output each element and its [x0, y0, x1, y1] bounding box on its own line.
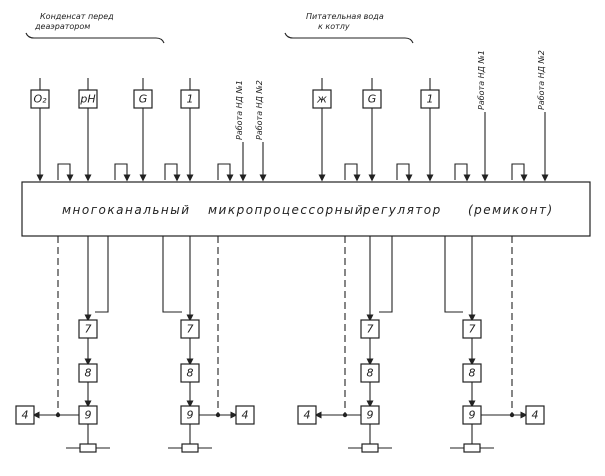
channel-2-box-4: [235, 405, 255, 425]
channel-2-valve: [181, 443, 199, 453]
channel-4-box-8-label: 8: [469, 367, 476, 380]
signal-work-nd1-left-label: Работа НД №1: [235, 80, 244, 140]
channel-2-box-7-label: 7: [187, 323, 194, 336]
channel-4-box-4: [525, 405, 545, 425]
channel-3-box-7-label: 7: [367, 323, 374, 336]
channel-4-box-4-label: 4: [532, 409, 539, 422]
channel-1-box-8-label: 8: [85, 367, 92, 380]
controller-label: многоканальный микропроцессорный регулят…: [62, 203, 554, 217]
channel-3-valve: [361, 443, 379, 453]
header-condensate-line1: Конденсат перед: [40, 12, 114, 21]
sensor-conductivity-label: ж: [316, 93, 327, 106]
channel-4-box-9-label: 9: [469, 409, 476, 422]
controller-block: [21, 181, 591, 237]
sensor-o2-label: O₂: [33, 93, 47, 106]
sensor-flow-2: G: [362, 78, 382, 182]
header-condensate-line2: деаэратором: [34, 22, 90, 31]
channel-1-box-9-label: 9: [85, 409, 92, 422]
signal-work-nd1-left: Работа НД №1: [235, 80, 247, 182]
channel-1-box-7-label: 7: [85, 323, 92, 336]
sensor-one-1-label: 1: [187, 93, 194, 106]
sensor-flow-1-label: G: [139, 93, 148, 106]
sensor-one-2: 1: [420, 78, 440, 182]
channel-2-box-9-label: 9: [187, 409, 194, 422]
sensor-ph-label: pH: [79, 93, 95, 106]
signal-work-nd2-right: Работа НД №2: [537, 50, 549, 182]
header-feedwater-brace: [284, 32, 414, 44]
controller-word-3: регулятор: [362, 203, 442, 217]
channel-3-box-9-label: 9: [367, 409, 374, 422]
channel-4: 7 8 9 4: [444, 236, 545, 453]
header-condensate: Конденсат перед деаэратором: [25, 12, 165, 44]
signal-work-nd2-left: Работа НД №2: [255, 80, 267, 182]
header-feedwater-line2: к котлу: [318, 22, 350, 31]
channel-4-valve: [463, 443, 481, 453]
channel-2-box-8-label: 8: [187, 367, 194, 380]
sensor-ph: pH: [78, 78, 98, 182]
channel-1: 7 8 9 4: [15, 236, 110, 453]
channel-1-box-4: [15, 405, 35, 425]
signal-work-nd2-left-label: Работа НД №2: [255, 80, 264, 140]
controller-word-1: многоканальный: [62, 203, 191, 217]
channel-4-box-7-label: 7: [469, 323, 476, 336]
sensor-flow-1: G: [133, 78, 153, 182]
sensor-one-1: 1: [180, 78, 200, 182]
channel-2-box-4-label: 4: [242, 409, 249, 422]
controller-word-4: (ремиконт): [468, 203, 554, 217]
sensor-conductivity: ж: [312, 78, 332, 182]
signal-work-nd1-right: Работа НД №1: [477, 50, 489, 182]
channel-3-box-8-label: 8: [367, 367, 374, 380]
sensor-flow-2-label: G: [368, 93, 377, 106]
header-condensate-brace: [25, 32, 165, 44]
channel-1-box-4-label: 4: [22, 409, 29, 422]
channel-2: 7 8 9 4: [162, 236, 255, 453]
controller-word-2: микропроцессорный: [208, 203, 364, 217]
header-feedwater-line1: Питательная вода: [306, 12, 384, 21]
channel-1-valve: [79, 443, 97, 453]
sensor-o2: O₂: [30, 78, 50, 182]
header-feedwater: Питательная вода к котлу: [284, 12, 414, 44]
sensor-one-2-label: 1: [427, 93, 434, 106]
channel-3: 7 8 9 4: [297, 236, 393, 453]
channel-3-box-4: [297, 405, 317, 425]
signal-work-nd2-right-label: Работа НД №2: [537, 50, 546, 110]
feedback-loops: [57, 163, 528, 182]
signal-work-nd1-right-label: Работа НД №1: [477, 50, 486, 110]
channel-3-box-4-label: 4: [304, 409, 311, 422]
dashed-feedback-lines: [57, 236, 513, 415]
